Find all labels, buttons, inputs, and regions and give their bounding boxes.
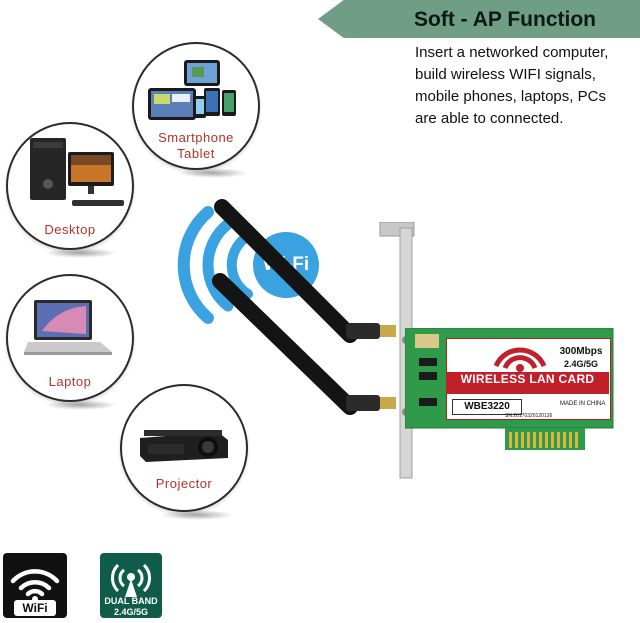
banner-title: Soft - AP Function [414, 8, 596, 31]
device-label-laptop: Laptop [48, 374, 92, 389]
dual-band-badge [100, 553, 162, 618]
signal-waves-icon [177, 206, 253, 324]
laptop-icon [24, 300, 112, 355]
circle-shadow [44, 248, 118, 258]
card-made-in: MADE IN CHINA [560, 401, 606, 407]
wifi-signal-icon [10, 569, 60, 602]
antennas-icon [212, 199, 396, 415]
card-serial: SN:20170320120126 [505, 413, 553, 419]
circle-shadow [44, 400, 118, 410]
antenna-signal-icon [111, 563, 151, 597]
banner-description: Insert a networked computer, build wirel… [415, 42, 635, 130]
description-line: build wireless WIFI signals, [415, 66, 596, 83]
smartphone-tablet-circle: Smartphone Tablet [132, 42, 260, 170]
desktop-icon [30, 138, 124, 206]
card-red-band [446, 372, 609, 394]
wifi-logo-icon [493, 347, 547, 372]
projector-circle: Projector [120, 384, 248, 512]
description-line: are able to connected. [415, 110, 564, 127]
description-line: Insert a networked computer, [415, 44, 609, 61]
description-line: mobile phones, laptops, PCs [415, 88, 606, 105]
wifi-badge-text: WiFi [14, 600, 56, 616]
banner-arrow [318, 0, 640, 38]
desktop-circle: Desktop [6, 122, 134, 250]
device-label-desktop: Desktop [44, 222, 96, 237]
device-label-projector: Projector [155, 476, 213, 491]
smartphone-tablet-icon [148, 60, 236, 120]
projector-icon [140, 430, 228, 462]
dual-band-label: DUAL BAND [104, 596, 158, 606]
laptop-circle: Laptop [6, 274, 134, 402]
device-label-tablet: Tablet [177, 146, 215, 161]
card-model: WBE3220 [452, 399, 522, 415]
device-label-smartphone: Smartphone [158, 130, 234, 145]
card-speed: 300Mbps [559, 346, 603, 357]
card-name: WIRELESS LAN CARD [460, 372, 595, 386]
circle-shadow [178, 168, 248, 178]
circle-shadow [160, 510, 234, 520]
dual-band-frequency: 2.4G/5G [113, 607, 149, 617]
card-band: 2.4G/5G [563, 359, 599, 369]
